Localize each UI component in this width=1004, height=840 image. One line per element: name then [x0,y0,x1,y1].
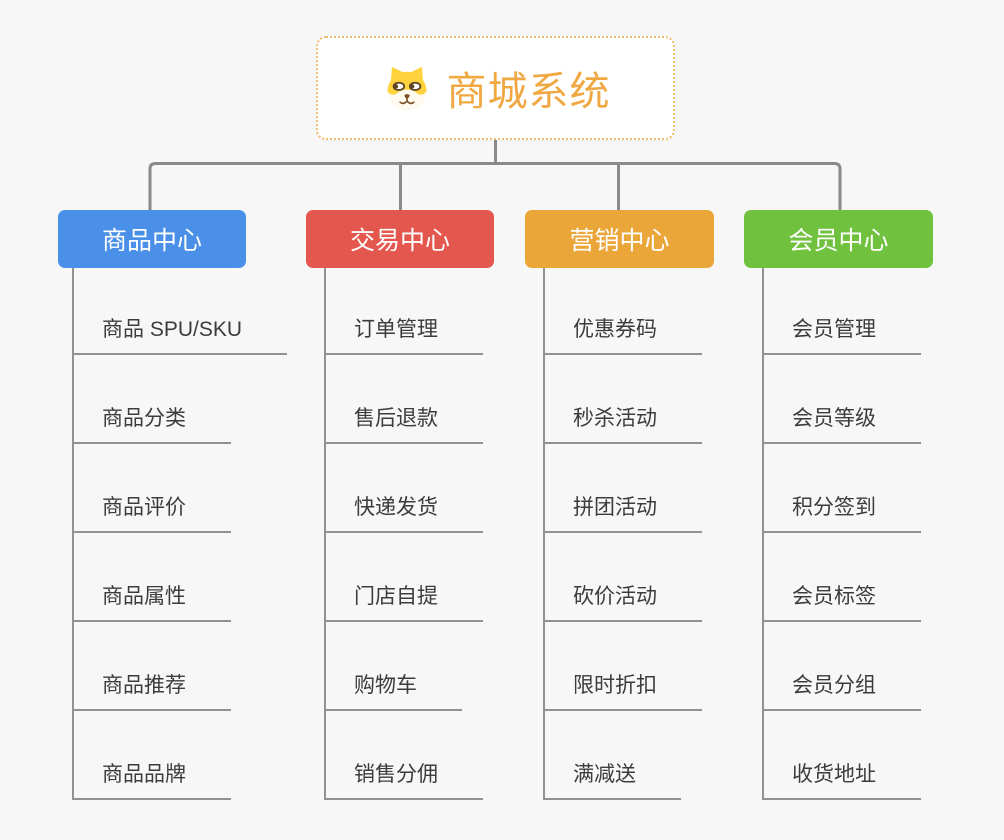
root-title: 商城系统 [446,70,611,114]
leaf-topic[interactable]: 销售分佣 [326,760,483,800]
leaf-topic[interactable]: 商品分类 [74,404,231,444]
leaf-topic[interactable]: 限时折扣 [545,671,702,711]
leaf-topic[interactable]: 会员标签 [764,582,921,622]
leaf-topic[interactable]: 商品属性 [74,582,231,622]
branch-header-trade-center[interactable]: 交易中心 [306,210,494,268]
branch-children-marketing-center: 优惠券码 秒杀活动 拼团活动 砍价活动 限时折扣 满减送 [543,268,702,800]
leaf-topic[interactable]: 砍价活动 [545,582,702,622]
leaf-topic[interactable]: 秒杀活动 [545,404,702,444]
leaf-topic[interactable]: 拼团活动 [545,493,702,533]
leaf-topic[interactable]: 商品评价 [74,493,231,533]
branch-header-marketing-center[interactable]: 营销中心 [525,210,714,268]
branch-children-product-center: 商品 SPU/SKU 商品分类 商品评价 商品属性 商品推荐 商品品牌 [72,268,288,800]
leaf-topic[interactable]: 快递发货 [326,493,483,533]
leaf-topic[interactable]: 门店自提 [326,582,483,622]
leaf-topic[interactable]: 售后退款 [326,404,483,444]
leaf-topic[interactable]: 商品品牌 [74,760,231,800]
shiba-dog-icon [381,62,433,114]
root-node[interactable]: 商城系统 [316,36,675,140]
leaf-topic[interactable]: 商品推荐 [74,671,231,711]
leaf-topic[interactable]: 会员分组 [764,671,921,711]
branch-children-member-center: 会员管理 会员等级 积分签到 会员标签 会员分组 收货地址 [762,268,921,800]
leaf-topic[interactable]: 会员等级 [764,404,921,444]
leaf-topic[interactable]: 积分签到 [764,493,921,533]
branch-children-trade-center: 订单管理 售后退款 快递发货 门店自提 购物车 销售分佣 [324,268,483,800]
leaf-topic[interactable]: 优惠券码 [545,315,702,355]
leaf-topic[interactable]: 商品 SPU/SKU [74,315,288,355]
leaf-topic[interactable]: 满减送 [545,760,681,800]
leaf-topic[interactable]: 收货地址 [764,760,921,800]
leaf-topic[interactable]: 订单管理 [326,315,483,355]
leaf-topic[interactable]: 会员管理 [764,315,921,355]
leaf-topic[interactable]: 购物车 [326,671,462,711]
branch-header-member-center[interactable]: 会员中心 [744,210,933,268]
branch-header-product-center[interactable]: 商品中心 [58,210,246,268]
